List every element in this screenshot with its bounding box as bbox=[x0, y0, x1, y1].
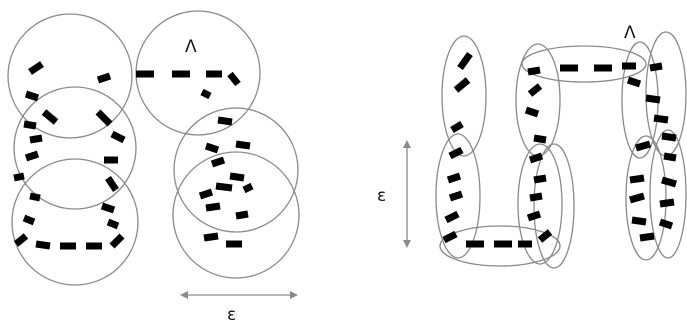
curve-segment bbox=[23, 120, 37, 130]
curve-segment bbox=[457, 51, 473, 71]
curve-segment bbox=[659, 198, 675, 208]
curve-segment bbox=[635, 140, 651, 152]
curve-segment bbox=[198, 188, 214, 200]
curve-segment bbox=[41, 109, 59, 125]
right-ellipses bbox=[435, 31, 687, 269]
curve-segment bbox=[663, 152, 677, 162]
curve-segment bbox=[29, 134, 43, 144]
curve-segment bbox=[533, 174, 547, 184]
curve-segment bbox=[442, 230, 458, 244]
ellipse-right-bottom bbox=[625, 135, 667, 261]
curve-segment bbox=[524, 106, 540, 118]
left-circles bbox=[7, 10, 300, 286]
curve-segment bbox=[526, 210, 542, 222]
curve-segment bbox=[658, 218, 674, 230]
curve-segment bbox=[527, 83, 543, 97]
left-dashed-curve bbox=[13, 61, 254, 250]
curve-segment bbox=[235, 210, 249, 220]
curve-segment bbox=[533, 134, 547, 144]
curve-segment bbox=[661, 132, 677, 142]
circle-top-middle bbox=[135, 10, 261, 136]
left-panel: Λ ε bbox=[7, 10, 300, 322]
lambda-label: Λ bbox=[185, 37, 197, 57]
curve-segment bbox=[29, 192, 41, 202]
curve-segment bbox=[204, 142, 220, 154]
curve-segment bbox=[109, 233, 125, 249]
ellipse-left-top bbox=[441, 35, 487, 157]
curve-segment bbox=[235, 140, 251, 150]
ellipse-bottom-horizontal bbox=[439, 225, 561, 267]
curve-segment bbox=[446, 172, 462, 184]
curve-segment bbox=[203, 232, 219, 242]
curve-segment bbox=[105, 176, 119, 192]
circle-bottom-left bbox=[11, 158, 139, 286]
ellipse-top-horizontal bbox=[521, 45, 647, 83]
circle-bottom-right bbox=[172, 151, 300, 279]
curve-segment bbox=[110, 130, 126, 144]
circle-middle-right bbox=[173, 107, 299, 233]
curve-segment bbox=[653, 114, 669, 124]
ellipse-narrow-middle bbox=[533, 143, 575, 269]
curve-segment bbox=[444, 210, 460, 224]
curve-segment bbox=[24, 150, 40, 162]
curve-segment bbox=[450, 120, 464, 134]
curve-segment bbox=[13, 233, 29, 247]
curve-segment bbox=[210, 156, 226, 168]
curve-segment bbox=[448, 190, 464, 202]
curve-segment bbox=[537, 229, 553, 243]
curve-segment bbox=[639, 232, 655, 242]
curve-segment bbox=[529, 192, 543, 202]
curve-segment bbox=[629, 192, 645, 204]
curve-segment bbox=[242, 182, 254, 194]
curve-segment bbox=[631, 216, 647, 226]
curve-segment bbox=[629, 174, 645, 184]
curve-segment bbox=[22, 214, 36, 226]
curve-segment bbox=[227, 71, 241, 87]
curve-segment bbox=[24, 90, 40, 102]
curve-segment bbox=[215, 182, 233, 192]
curve-segment bbox=[626, 76, 642, 88]
curve-segment bbox=[229, 172, 245, 182]
right-dashed-curve bbox=[442, 51, 677, 248]
curve-segment bbox=[453, 77, 471, 93]
curve-segment bbox=[527, 66, 541, 76]
curve-segment bbox=[205, 202, 221, 212]
epsilon-scale-arrow bbox=[180, 291, 298, 299]
curve-segment bbox=[661, 176, 677, 188]
ellipse-right-bottom-outer bbox=[649, 129, 687, 259]
epsilon-label: ε bbox=[227, 305, 236, 322]
curve-segment bbox=[106, 218, 120, 230]
epsilon-label: ε bbox=[377, 186, 386, 206]
ellipse-left-bottom bbox=[435, 133, 481, 259]
curve-segment bbox=[100, 202, 116, 214]
curve-segment bbox=[35, 240, 51, 250]
circle-middle-left bbox=[13, 86, 137, 210]
curve-segment bbox=[649, 62, 663, 72]
circle-top-left bbox=[7, 13, 133, 139]
curve-segment bbox=[217, 116, 233, 126]
curve-segment bbox=[96, 72, 112, 84]
ellipse-middle-bottom bbox=[517, 143, 563, 265]
curve-segment bbox=[28, 61, 44, 75]
curve-segment bbox=[448, 146, 464, 160]
lambda-label: Λ bbox=[624, 23, 636, 43]
curve-segment bbox=[13, 172, 25, 182]
curve-segment bbox=[200, 88, 212, 100]
curve-segment bbox=[95, 109, 113, 127]
right-panel: Λ ε bbox=[377, 23, 687, 269]
curve-segment bbox=[645, 94, 661, 104]
epsilon-scale-arrow bbox=[403, 140, 411, 248]
curve-segment bbox=[528, 152, 544, 164]
